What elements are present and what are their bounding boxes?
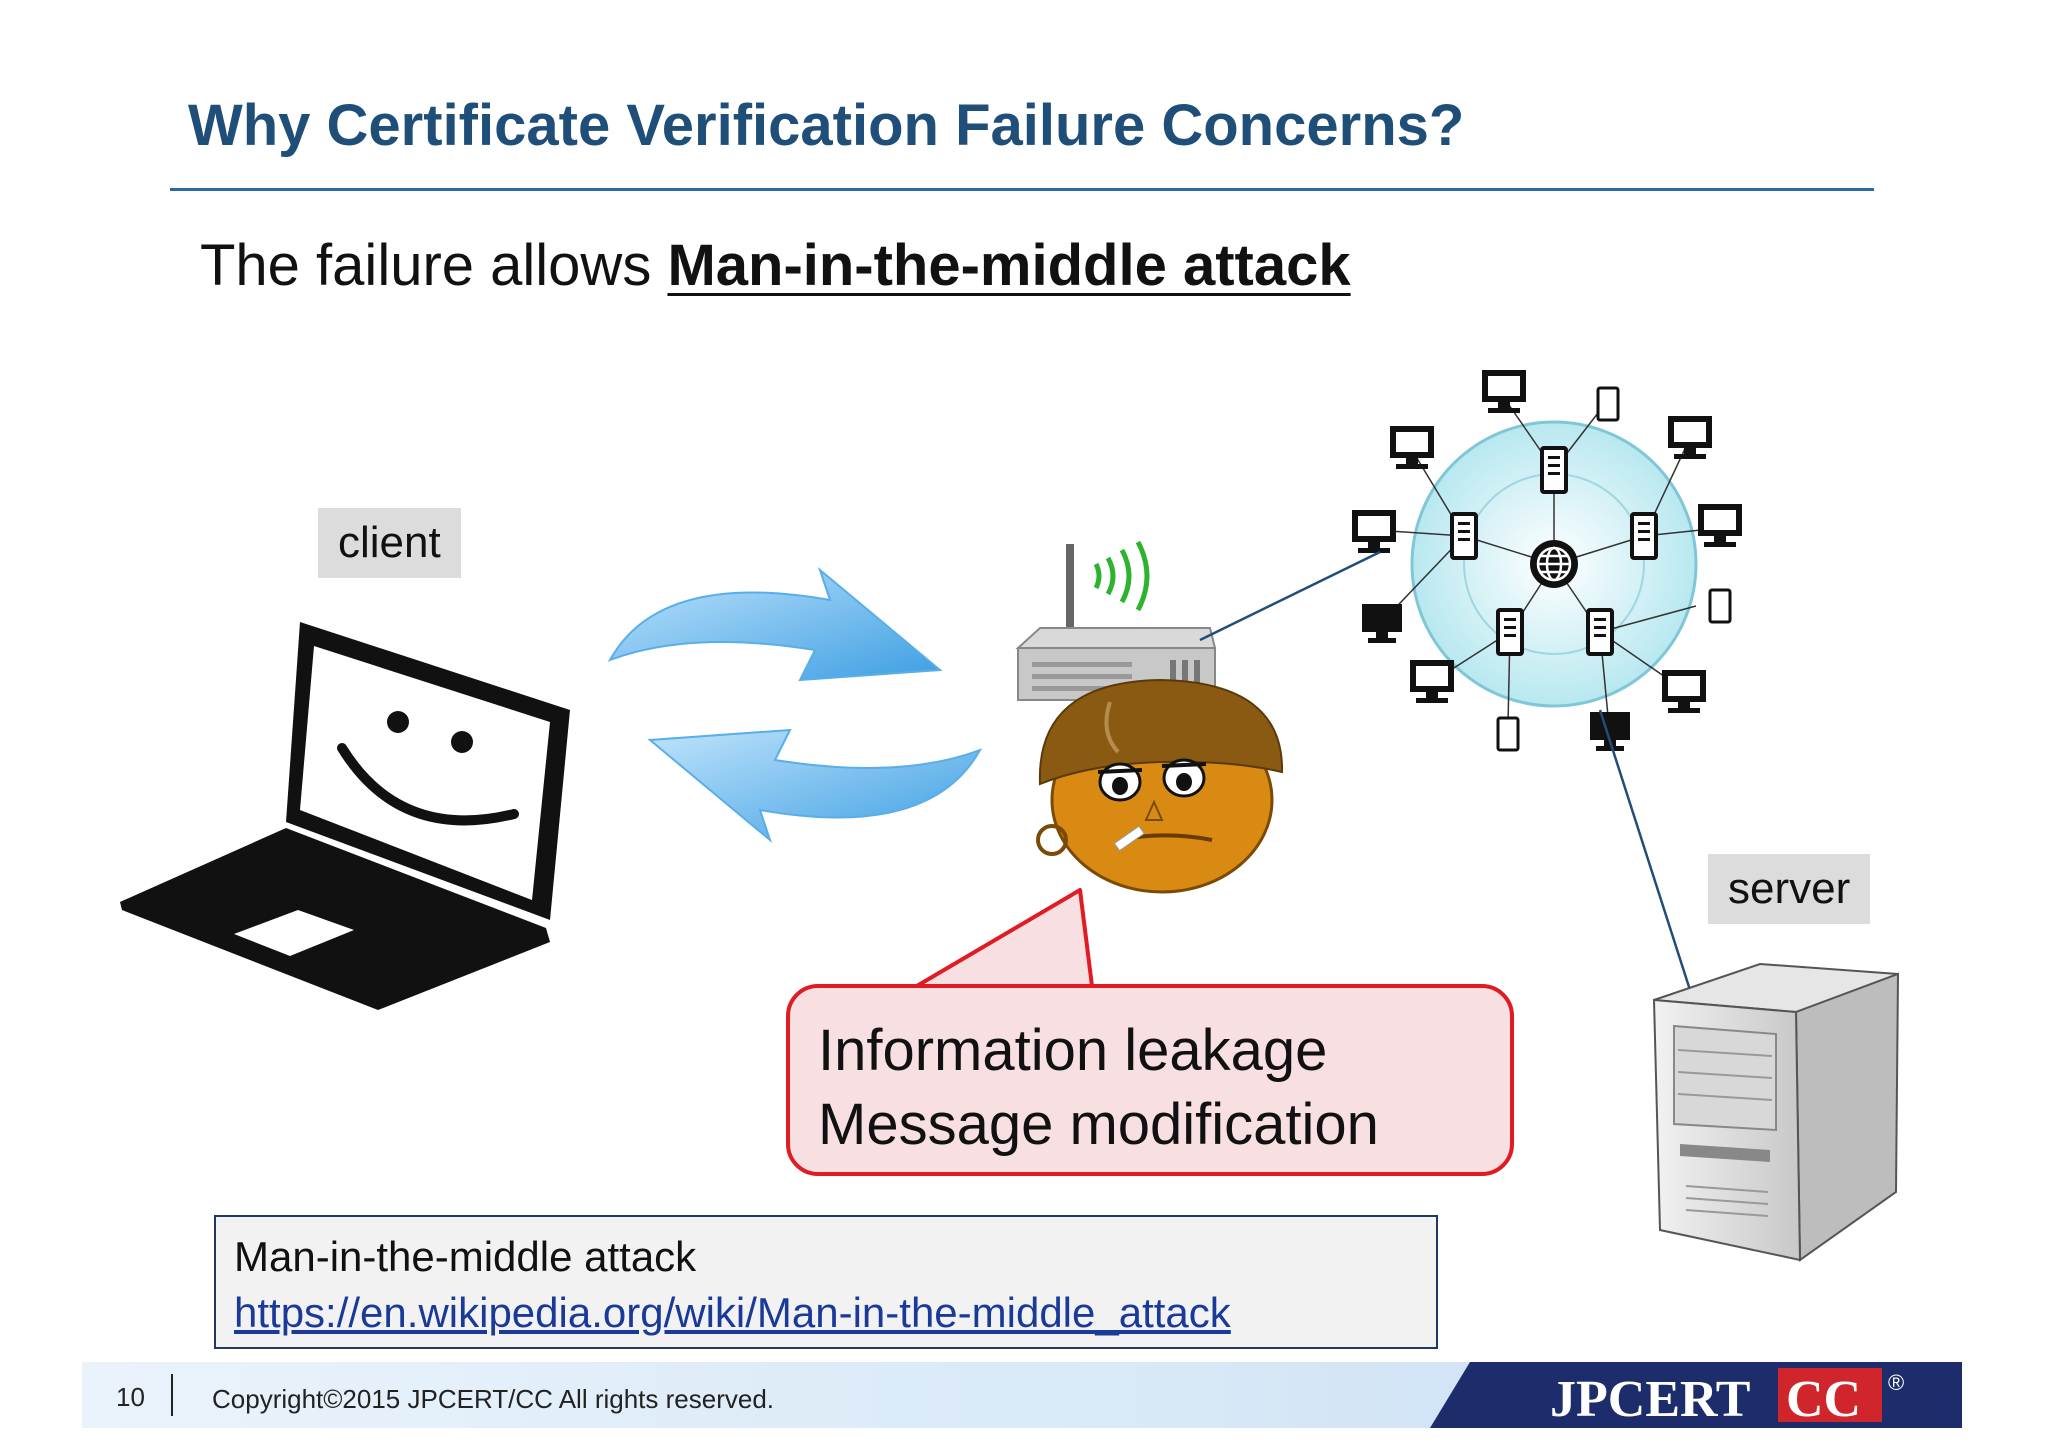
logo-text-b: CC [1786, 1371, 1861, 1428]
jpcert-logo: JPCERT CC ® [1430, 1362, 1962, 1428]
slide-subtitle: The failure allows Man-in-the-middle att… [200, 232, 1351, 299]
footer-separator [171, 1374, 173, 1416]
threat-line-2: Message modification [818, 1092, 1379, 1157]
exchange-arrows-icon [607, 566, 983, 844]
wifi-router-icon [1015, 540, 1217, 701]
reference-heading: Man-in-the-middle attack [234, 1233, 697, 1280]
attacker-face-icon [1036, 678, 1284, 894]
server-tower-icon [1652, 962, 1900, 1262]
slide-title: Why Certificate Verification Failure Con… [188, 93, 1465, 158]
threat-line-1: Information leakage [818, 1018, 1328, 1083]
internet-network-icon [1352, 370, 1742, 752]
subtitle-prefix: The failure allows [200, 233, 668, 298]
client-label: client [318, 508, 461, 578]
reference-link[interactable]: https://en.wikipedia.org/wiki/Man-in-the… [234, 1289, 1231, 1336]
speech-bubble-tail [908, 888, 1094, 992]
server-label: server [1708, 854, 1871, 924]
threat-bubble: Information leakage Message modification [786, 984, 1514, 1176]
laptop-smiley-icon [120, 622, 570, 1010]
page-number: 10 [116, 1382, 145, 1412]
logo-text-a: JPCERT [1550, 1371, 1750, 1428]
reference-box: Man-in-the-middle attack https://en.wiki… [214, 1215, 1438, 1349]
title-divider [170, 188, 1874, 191]
subtitle-emphasis: Man-in-the-middle attack [667, 233, 1351, 298]
copyright-text: Copyright©2015 JPCERT/CC All rights rese… [212, 1384, 775, 1414]
logo-registered-mark: ® [1888, 1370, 1904, 1395]
